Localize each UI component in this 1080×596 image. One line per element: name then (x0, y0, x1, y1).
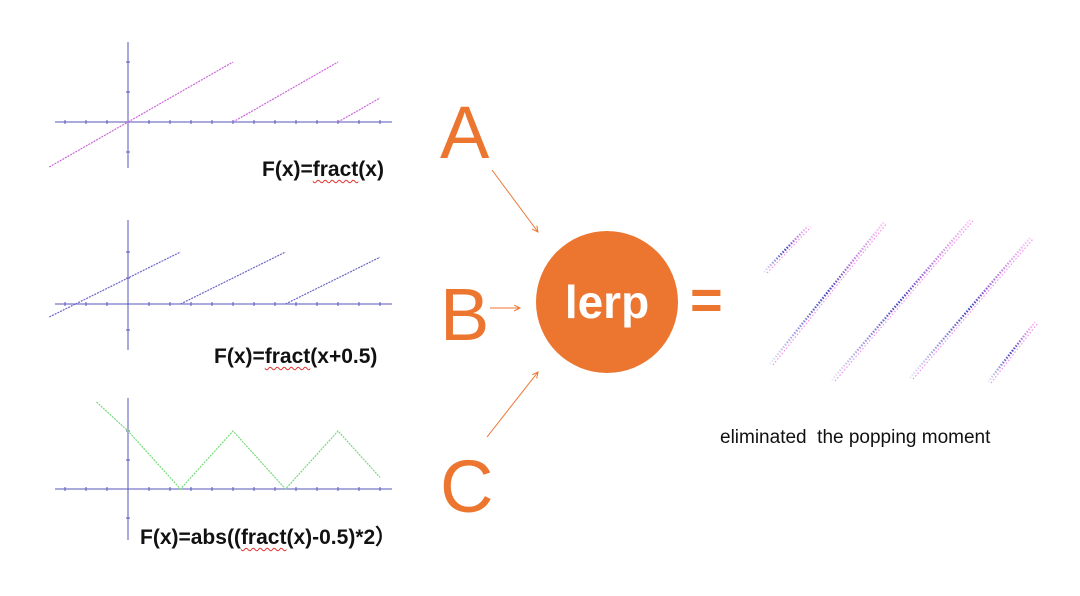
result-streak-glow (990, 322, 1039, 384)
series-line (96, 401, 381, 490)
lerp-node: lerp (536, 231, 678, 373)
letter-c: C (440, 445, 494, 528)
formula-c: F(x)=abs((fract(x)-0.5)*2） (140, 521, 396, 551)
lerp-label: lerp (564, 276, 650, 328)
letter-a: A (440, 91, 490, 174)
formula-c-fract: fract (240, 526, 287, 549)
series-line (49, 251, 381, 318)
letter-b: B (440, 273, 490, 356)
equals-sign: = (690, 268, 723, 331)
series-line (49, 61, 381, 168)
result-streak (987, 321, 1036, 383)
connector-arrows (486, 169, 538, 438)
result-streak-glow (766, 226, 812, 274)
formula-a: F(x)=fract(x) (262, 158, 384, 182)
result-caption: eliminated the popping moment (720, 427, 991, 448)
formula-b: F(x)=fract(x+0.5) (214, 345, 377, 369)
formula-a-fract: fract (312, 158, 359, 181)
result-streak-glow (912, 238, 1034, 380)
formula-c-prefix: F(x)=abs(( (140, 526, 241, 549)
formula-b-prefix: F(x)= (214, 345, 265, 368)
result-streak-glow (834, 220, 974, 382)
result-streak (831, 219, 971, 381)
formula-b-suffix: (x+0.5) (310, 345, 378, 368)
result-streak (769, 221, 885, 365)
result-streak-glow (772, 222, 888, 366)
formula-b-fract: fract (264, 345, 311, 368)
connector-arrow (491, 169, 538, 232)
formula-a-suffix: (x) (358, 158, 384, 181)
result-streak (909, 237, 1031, 379)
formula-a-prefix: F(x)= (262, 158, 313, 181)
formula-c-suffix: (x)-0.5)*2） (286, 526, 397, 549)
connector-arrow (486, 372, 538, 438)
blend-result-pattern (763, 219, 1039, 384)
